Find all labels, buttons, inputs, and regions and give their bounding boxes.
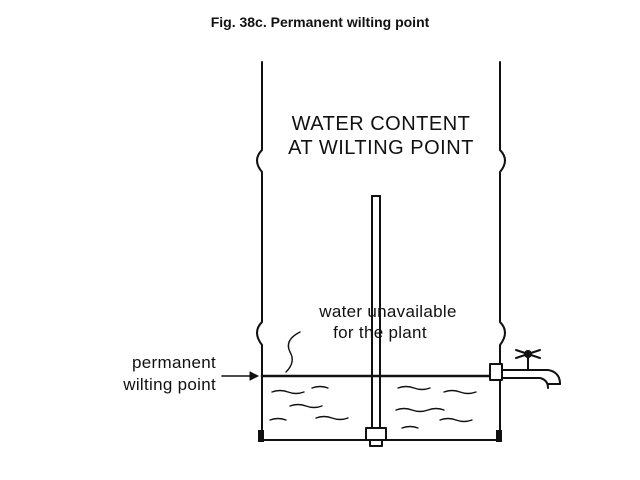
figure-title: Fig. 38c. Permanent wilting point — [210, 14, 430, 30]
tank-label-line1: WATER CONTENT — [292, 113, 471, 135]
tank-left-foot — [258, 430, 264, 442]
side-label-line2: wilting point — [122, 375, 216, 394]
tank-left-wall — [256, 61, 263, 441]
tank-right-wall — [499, 61, 506, 441]
side-label-arrowhead — [249, 371, 259, 381]
water-note-line1: water unavailable — [318, 302, 456, 321]
bottom-valve-icon — [365, 427, 387, 447]
water-ripples — [269, 385, 477, 429]
tank-right-foot — [496, 430, 502, 442]
note-pointer — [285, 331, 301, 373]
tank-label-line2: AT WILTING POINT — [288, 137, 474, 159]
water-note-line2: for the plant — [333, 323, 427, 342]
tap-icon — [489, 349, 561, 389]
side-label-line1: permanent — [132, 353, 216, 372]
